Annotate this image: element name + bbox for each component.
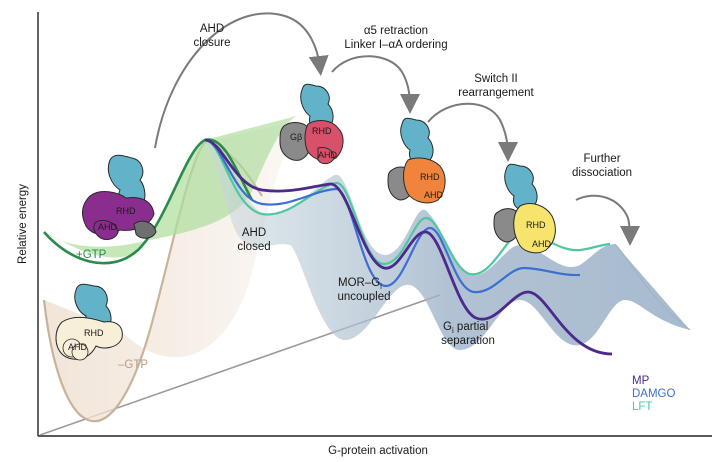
state-labels: +GTP –GTP AHD closed MOR–Gi uncoupled Gi… <box>76 227 495 371</box>
ahd-label: AHD <box>98 222 118 232</box>
ahd-label: AHD <box>68 342 88 352</box>
protein-gtp-bound: RHD AHD <box>82 154 157 240</box>
rhd-label: RHD <box>526 220 546 230</box>
legend-mp: MP <box>632 375 650 387</box>
receptor-shape <box>300 83 334 131</box>
plus-gtp-label: +GTP <box>76 249 107 261</box>
rhd-label: RHD <box>312 126 332 136</box>
gbeta-shape <box>279 122 313 161</box>
legend-lft: LFT <box>632 401 652 413</box>
gbeta-label: Gβ <box>290 132 302 142</box>
legend-damgo: DAMGO <box>632 388 676 400</box>
step-ahd-closure-l1: AHD <box>200 23 224 35</box>
step-arrows <box>154 12 640 246</box>
arrow-ahd-closure <box>154 12 329 149</box>
rhd-label: RHD <box>420 172 440 182</box>
x-axis-label: G-protein activation <box>328 445 428 457</box>
alpha-subunit-shape <box>403 157 446 204</box>
step-a5-retraction-l1: α5 retraction <box>364 25 428 37</box>
step-ahd-closure-l2: closure <box>193 37 230 49</box>
step-further-dissociation-l1: Further <box>583 153 620 165</box>
arrow-switch-ii <box>427 102 518 162</box>
damgo-curve <box>204 138 581 294</box>
ahd-label: AHD <box>532 239 552 249</box>
step-switch-ii-l1: Switch II <box>474 73 517 85</box>
minus-gtp-label: –GTP <box>118 359 148 371</box>
receptor-shape <box>74 283 112 333</box>
step-a5-retraction-l2: Linker I–αA ordering <box>344 39 447 51</box>
step-further-dissociation-l2: dissociation <box>572 167 632 179</box>
ahd-closed-l2: closed <box>237 241 270 253</box>
uncoupled-l1: MOR–Gi <box>338 277 382 291</box>
ahd-label: AHD <box>424 190 444 200</box>
protein-nucleotide-free: RHD AHD <box>55 283 123 361</box>
separation-l2: separation <box>441 335 495 347</box>
protein-ahd-closed: Gβ RHD AHD <box>279 83 344 165</box>
alpha-subunit-shape <box>304 120 344 162</box>
y-axis-label: Relative energy <box>17 184 29 264</box>
arrow-a5-retraction <box>331 55 420 114</box>
separation-l1: Gi partial <box>443 321 488 335</box>
green-surface <box>43 115 300 265</box>
alpha-subunit-shape <box>513 203 556 254</box>
step-switch-ii-l2: rearrangement <box>458 87 534 99</box>
legend: MP DAMGO LFT <box>632 375 676 413</box>
rhd-label: RHD <box>84 328 104 338</box>
protein-dissociating: RHD AHD <box>493 163 556 254</box>
receptor-shape <box>400 117 434 165</box>
arrow-further-dissociation <box>575 194 640 246</box>
step-labels: AHD closure α5 retraction Linker I–αA or… <box>193 23 632 179</box>
mp-curve <box>204 138 613 356</box>
uncoupled-l2: uncoupled <box>337 291 390 303</box>
ahd-label: AHD <box>318 150 338 160</box>
protein-partially-separated: RHD AHD <box>387 117 446 204</box>
ahd-closed-l1: AHD <box>242 227 266 239</box>
receptor-shape <box>504 163 538 211</box>
rhd-label: RHD <box>116 206 136 216</box>
